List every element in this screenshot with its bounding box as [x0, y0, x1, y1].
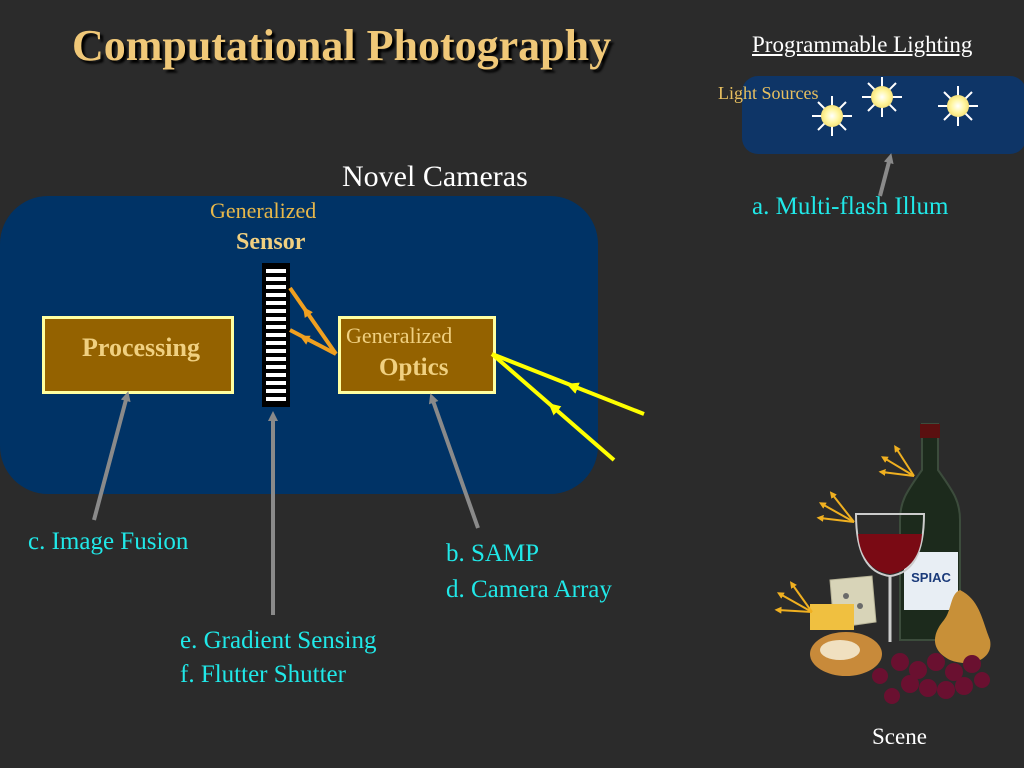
- samp-label: b. SAMP: [446, 540, 540, 567]
- sensor-cell: [266, 357, 286, 361]
- sensor-cell: [266, 397, 286, 401]
- flutter-shutter-label: f. Flutter Shutter: [180, 661, 346, 688]
- sensor-cell: [266, 293, 286, 297]
- scene-illustration: SPIAC: [774, 423, 991, 704]
- page-title: Computational Photography: [72, 21, 612, 70]
- sensor-cell: [266, 285, 286, 289]
- multiflash-label: a. Multi-flash Illum: [752, 193, 949, 220]
- programmable-lighting-heading: Programmable Lighting: [752, 32, 973, 57]
- sensor-cell: [266, 373, 286, 377]
- light-sources-label: Light Sources: [718, 83, 819, 103]
- sensor-strip: [262, 263, 290, 407]
- sensor-cell: [266, 381, 286, 385]
- ray-arrow: [548, 403, 568, 421]
- novel-cameras-heading: Novel Cameras: [342, 160, 528, 193]
- image-fusion-label: c. Image Fusion: [28, 528, 189, 555]
- sensor-cell: [266, 277, 286, 281]
- sensor-cell: [266, 341, 286, 345]
- optics-label-line2: Optics: [379, 354, 449, 381]
- sun-icon: [812, 96, 852, 136]
- image-fusion-arrow: [92, 391, 131, 521]
- optics-label-line1: Generalized: [346, 323, 453, 348]
- camera-array-label: d. Camera Array: [446, 576, 612, 603]
- gradient-sensing-label: e. Gradient Sensing: [180, 627, 377, 654]
- sensor-cell: [266, 349, 286, 353]
- ray-arrow: [299, 335, 319, 347]
- scene-label: Scene: [872, 724, 927, 749]
- sensor-label-line1: Generalized: [210, 198, 317, 223]
- sensor-cell: [266, 301, 286, 305]
- multiflash-arrow: [878, 153, 894, 197]
- optics-arrow: [428, 393, 480, 529]
- sensor-label-line2: Sensor: [236, 229, 306, 255]
- ray-arrow: [566, 382, 591, 395]
- sensor-cell: [266, 389, 286, 393]
- sensor-cell: [266, 333, 286, 337]
- processing-box: [42, 316, 234, 394]
- sensor-cell: [266, 309, 286, 313]
- ray-arrow: [303, 306, 320, 329]
- bottle-label: SPIAC: [911, 570, 951, 585]
- sensor-cell: [266, 269, 286, 273]
- processing-label: Processing: [82, 333, 200, 362]
- sensor-cell: [266, 317, 286, 321]
- sensor-cell: [266, 325, 286, 329]
- sun-icon: [938, 86, 978, 126]
- incoming-rays: [490, 352, 645, 462]
- sun-icon: [862, 77, 902, 117]
- sensor-cell: [266, 365, 286, 369]
